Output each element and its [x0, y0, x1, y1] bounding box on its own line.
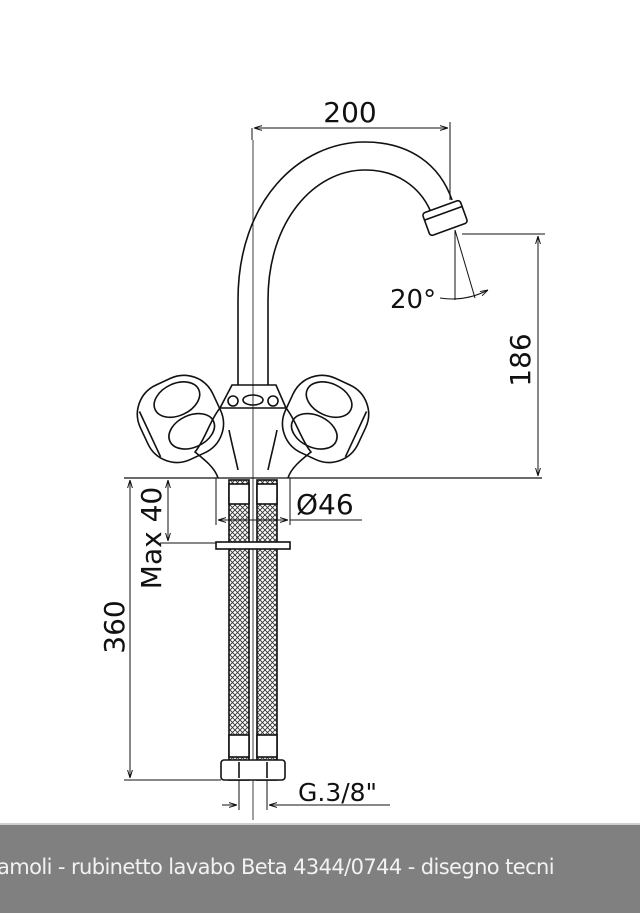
caption-text: amoli - rubinetto lavabo Beta 4344/0744 …: [0, 855, 555, 879]
aerator-nozzle: [422, 199, 468, 237]
faucet-body: [193, 384, 313, 479]
dim-spout-reach: 200: [323, 96, 376, 129]
right-handle: [281, 374, 370, 464]
dim-connection-thread: G.3/8": [298, 778, 377, 807]
dimension-lines: [124, 122, 545, 810]
dim-spout-height: 186: [504, 333, 537, 386]
dim-hole-diameter: Ø46: [296, 488, 354, 521]
caption-bar: amoli - rubinetto lavabo Beta 4344/0744 …: [0, 823, 640, 913]
dim-max-deck: Max 40: [135, 487, 168, 589]
technical-drawing: 200 20° 186 Max 40 Ø46 360 G.3/8": [98, 96, 545, 820]
dim-hose-length: 360: [98, 600, 131, 653]
spout: [237, 140, 468, 820]
supply-hoses: [215, 479, 291, 781]
left-handle: [136, 374, 225, 464]
dim-spout-angle: 20°: [390, 285, 436, 315]
